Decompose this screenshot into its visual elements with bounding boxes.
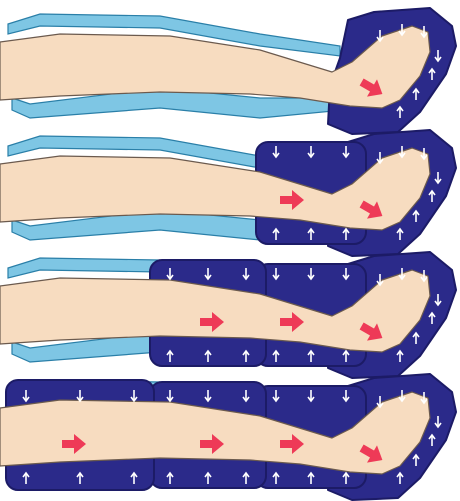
stage-3 — [0, 252, 456, 378]
stage-4 — [0, 374, 456, 500]
stage-1 — [0, 8, 456, 134]
stage-2 — [0, 130, 456, 256]
